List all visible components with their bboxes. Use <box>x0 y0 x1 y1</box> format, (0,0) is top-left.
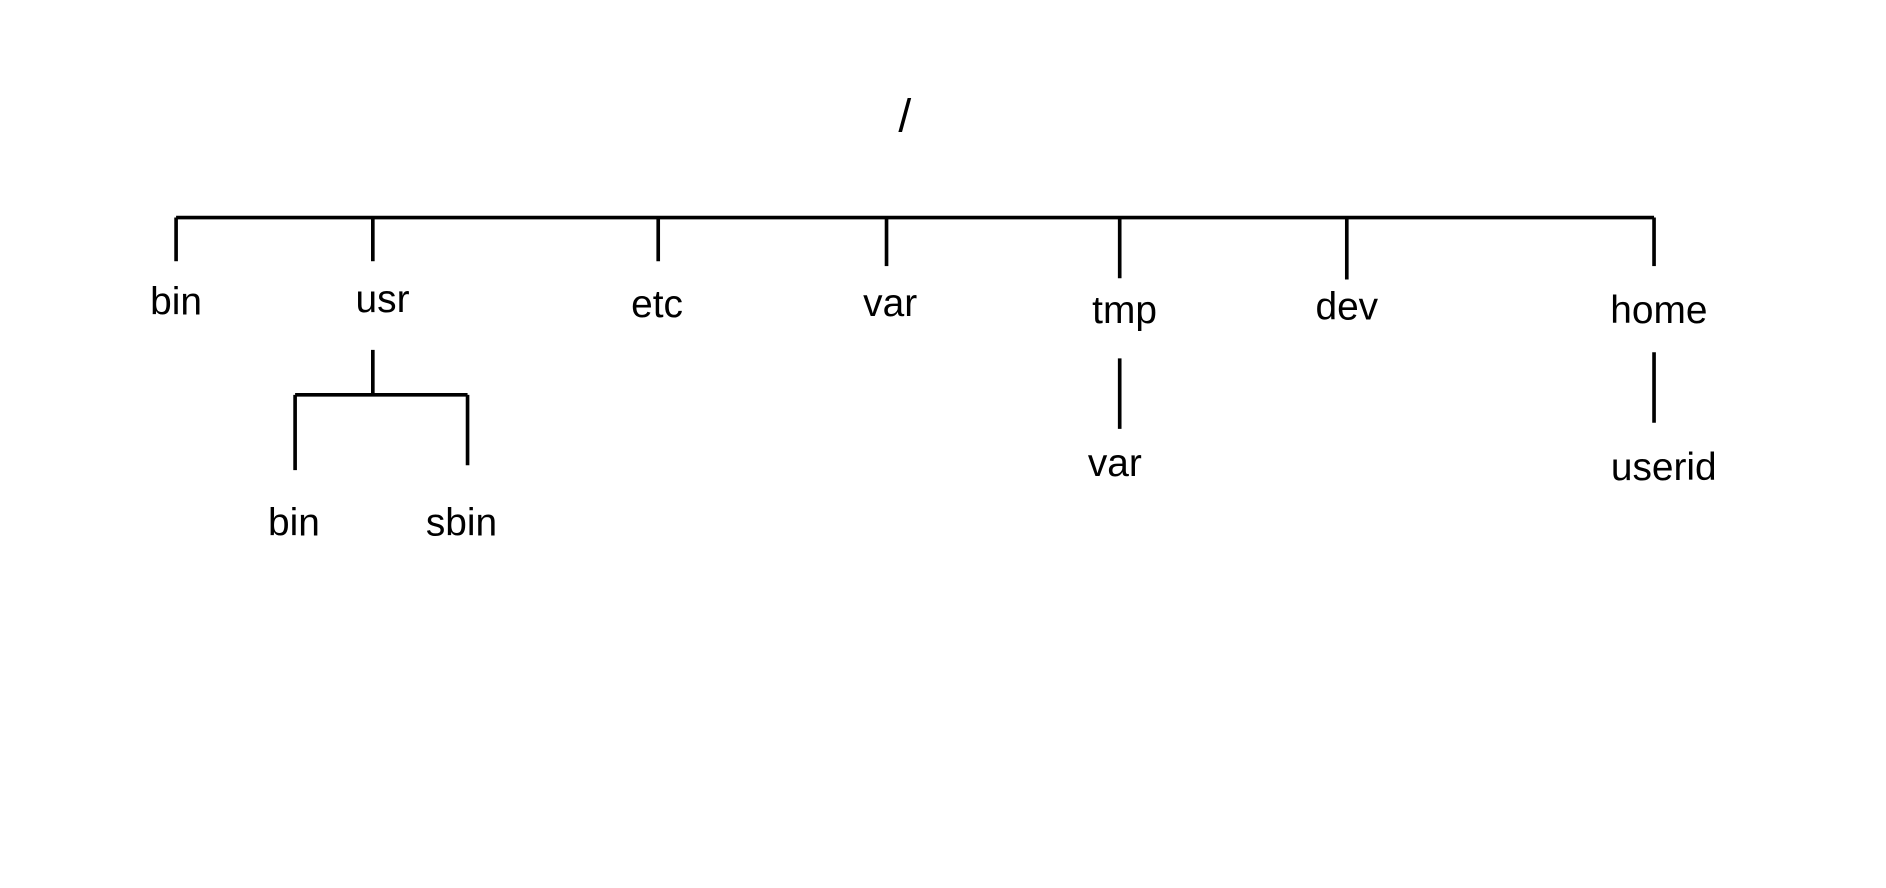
node-etc: etc <box>631 283 683 326</box>
node-tmp: tmp <box>1092 289 1157 332</box>
node-var: var <box>863 282 917 325</box>
node-usr-bin: bin <box>268 502 320 545</box>
node-home: home <box>1610 289 1707 332</box>
root-label: / <box>898 89 911 141</box>
node-usr-sbin: sbin <box>426 502 497 545</box>
node-bin: bin <box>150 281 202 324</box>
node-usr: usr <box>356 278 410 321</box>
node-home-userid: userid <box>1611 446 1717 489</box>
node-dev: dev <box>1315 286 1378 329</box>
node-tmp-var: var <box>1088 442 1142 485</box>
